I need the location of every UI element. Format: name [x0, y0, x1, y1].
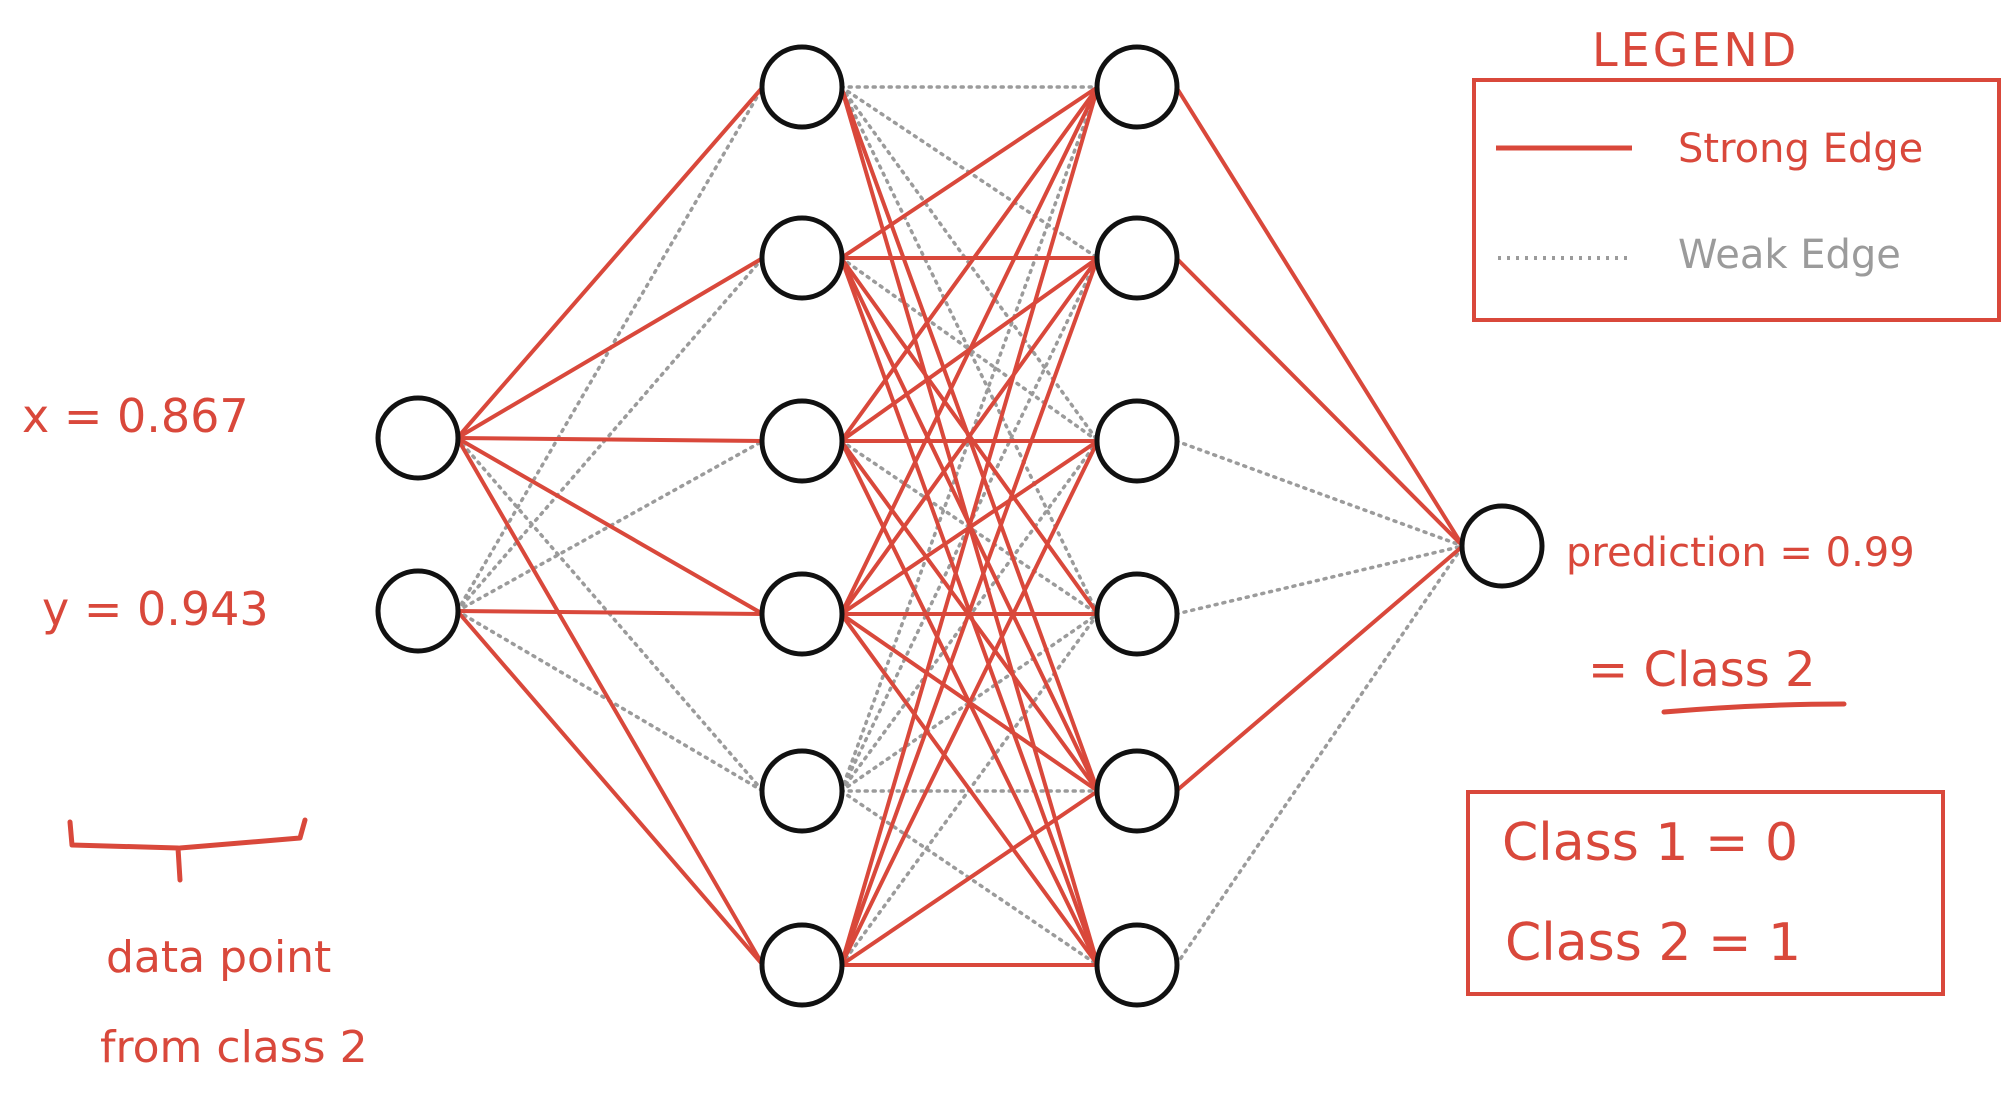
data-point-caption-line1: data point: [106, 932, 331, 983]
strong-edge-h2_output-4-0: [1174, 544, 1465, 793]
hidden1-node-6: [759, 922, 845, 1008]
strong-edge-h1_h2-3-5: [839, 612, 1100, 967]
class-key-class1: Class 1 = 0: [1502, 813, 1798, 873]
hidden1-node-4: [759, 571, 845, 657]
strong-edge-input_h1-0-0: [455, 85, 765, 440]
hidden2-node-1: [1094, 44, 1180, 130]
legend-title: LEGEND: [1592, 23, 1799, 77]
strong-edge-h1_h2-3-0: [839, 86, 1100, 615]
class-key-class2: Class 2 = 1: [1505, 913, 1801, 973]
strong-edge-h1_h2-5-4: [840, 789, 1099, 967]
strong-edge-h1_h2-2-0: [839, 85, 1100, 443]
weak-edge-h2_output-2-0: [1174, 439, 1465, 548]
weak-edge-h1_h2-1-2: [839, 256, 1100, 443]
class-key-box: [1466, 790, 1945, 996]
hidden2-node-6: [1094, 922, 1180, 1008]
weak-edge-h2_output-3-0: [1174, 544, 1465, 616]
legend-box: [1472, 78, 2001, 322]
strong-edge-h1_h2-5-0: [839, 86, 1100, 966]
input-y-label: y = 0.943: [42, 582, 269, 636]
strong-edge-h1_h2-5-1: [839, 257, 1100, 966]
input-node-2: [375, 568, 461, 654]
strong-edge-input_h1-0-2: [457, 436, 763, 443]
class-result-label: = Class 2: [1588, 642, 1816, 698]
data-point-brace: [67, 817, 308, 883]
strong-edge-input_h1-0-5: [455, 436, 765, 967]
weak-edge-h2_output-5-0: [1174, 544, 1465, 967]
strong-edge-h1_h2-3-1: [839, 256, 1100, 616]
hidden1-node-3: [759, 398, 845, 484]
weak-edge-input_h1-1-1: [455, 256, 765, 613]
class-result-underline: [1661, 701, 1847, 715]
hidden1-node-1: [759, 44, 845, 130]
legend-weak-label: Weak Edge: [1678, 232, 1901, 278]
strong-edge-input_h1-1-3: [457, 609, 763, 616]
legend-strong-label: Strong Edge: [1678, 126, 1923, 172]
hidden1-node-5: [759, 748, 845, 834]
strong-edge-h1_h2-1-0: [840, 85, 1099, 260]
prediction-label: prediction = 0.99: [1566, 530, 1915, 576]
data-point-caption-line2: from class 2: [100, 1022, 368, 1073]
input-node-1: [375, 395, 461, 481]
hidden2-node-3: [1094, 398, 1180, 484]
input-x-label: x = 0.867: [22, 389, 249, 443]
hidden2-node-4: [1094, 571, 1180, 657]
network-nodes: [375, 44, 1545, 1008]
hidden1-node-2: [759, 215, 845, 301]
output-node-1: [1459, 503, 1545, 589]
hidden2-node-2: [1094, 215, 1180, 301]
hidden2-node-5: [1094, 748, 1180, 834]
network-edges: [455, 85, 1465, 967]
strong-edge-input_h1-0-1: [456, 256, 764, 440]
strong-edge-input_h1-1-5: [455, 609, 765, 967]
strong-edge-h1_h2-5-2: [839, 440, 1100, 966]
strong-edge-input_h1-0-3: [456, 436, 764, 616]
strong-edge-h2_output-1-0: [1174, 256, 1465, 548]
strong-edge-h2_output-0-0: [1174, 85, 1465, 548]
